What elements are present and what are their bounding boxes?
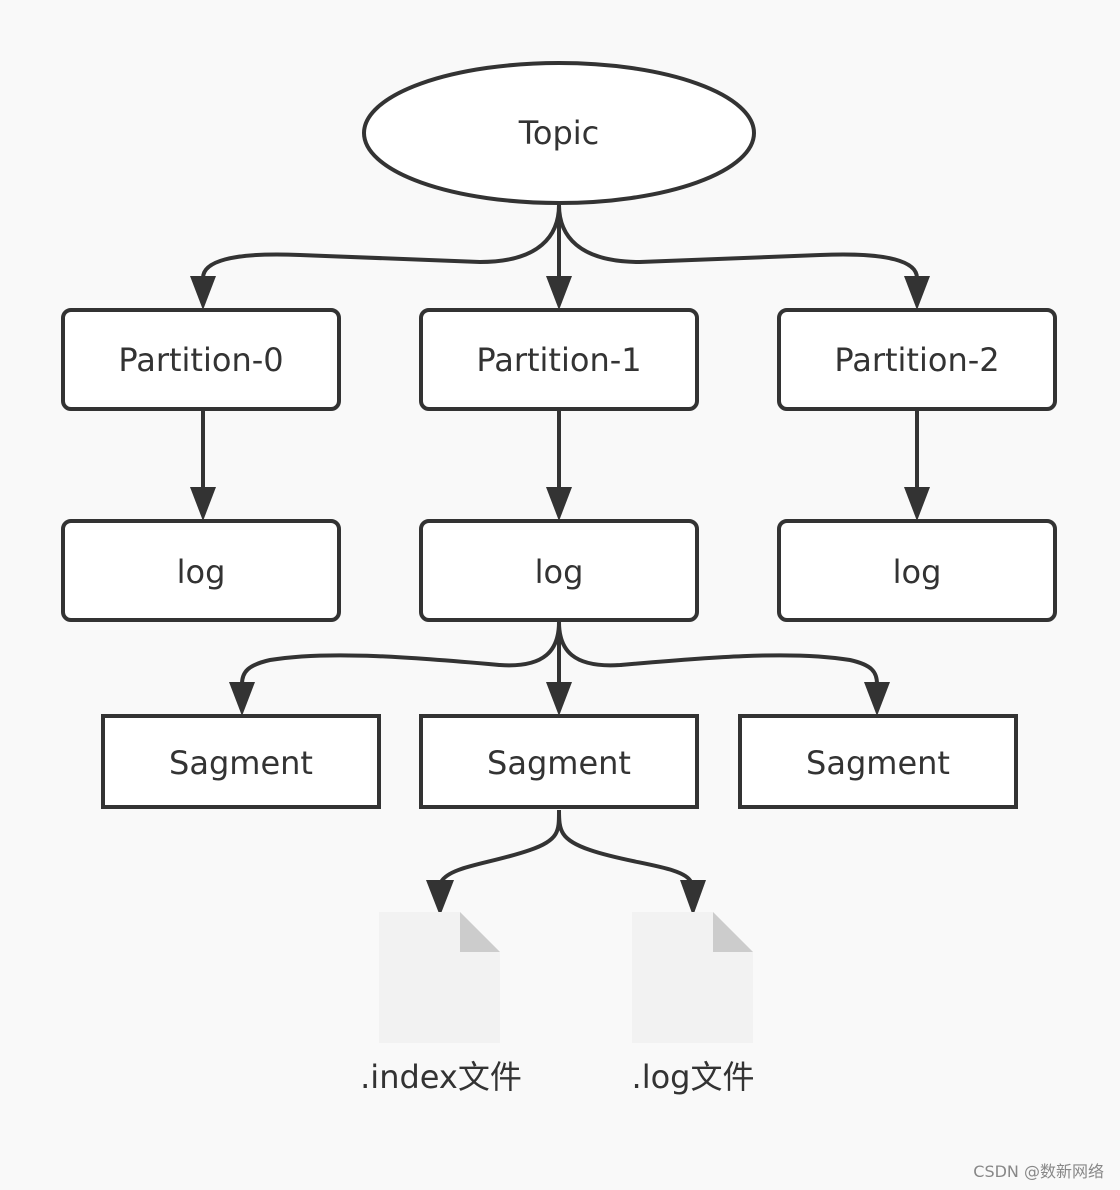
log-file-label: .log文件 [632, 1058, 755, 1096]
edge-topic-partition-0 [201, 204, 561, 279]
log-2-node: log [777, 519, 1057, 622]
arrowhead-partition-2 [904, 276, 930, 310]
arrowhead-log-file [680, 880, 706, 916]
log-file-icon [632, 912, 753, 1043]
segment-0-box [101, 714, 381, 809]
edges-segment-to-files [439, 809, 693, 884]
topic-label: Topic [518, 114, 599, 152]
arrowhead-segment-1 [546, 682, 572, 716]
index-file-label: .index文件 [360, 1058, 522, 1096]
log-file-fold [713, 912, 753, 952]
partition-1-box [419, 308, 699, 411]
edges-log-to-segments [240, 621, 879, 685]
segment-1-node: Sagment [419, 714, 699, 809]
log-1-label: log [535, 553, 584, 591]
partition-0-box [61, 308, 341, 411]
index-file-node: .index文件 [360, 912, 522, 1096]
index-file-fold [460, 912, 500, 952]
log-0-label: log [177, 553, 226, 591]
partition-1-label: Partition-1 [476, 341, 641, 379]
edge-segment-index-file [439, 809, 562, 884]
partition-0-node: Partition-0 [61, 308, 341, 411]
log-1-node: log [419, 519, 699, 622]
arrowhead-index-file [426, 880, 454, 916]
segment-1-label: Sagment [487, 744, 631, 782]
edges-topic-to-partitions [201, 204, 919, 279]
log-0-box [61, 519, 341, 622]
log-2-box [777, 519, 1057, 622]
edges-partition-to-log [201, 410, 919, 490]
segment-2-label: Sagment [806, 744, 950, 782]
log-2-label: log [893, 553, 942, 591]
arrowhead-segment-0 [229, 682, 255, 716]
arrowhead-partition-0 [190, 276, 216, 310]
arrowhead-partition-1 [546, 276, 572, 310]
log-file-node: .log文件 [632, 912, 755, 1096]
arrowhead-log-0 [190, 487, 216, 521]
arrowhead-segment-2 [864, 682, 890, 716]
edge-log-segment-2 [557, 621, 879, 685]
arrowheads-topic [190, 276, 930, 310]
index-file-icon [379, 912, 500, 1043]
arrowhead-log-1 [546, 487, 572, 521]
arrowheads-log [190, 487, 930, 521]
arrowheads-segment [229, 682, 890, 716]
arrowhead-log-2 [904, 487, 930, 521]
partition-2-box [777, 308, 1057, 411]
topic-node: Topic [362, 61, 756, 205]
edge-topic-partition-2 [557, 204, 919, 279]
arrowheads-files [426, 880, 706, 916]
watermark: CSDN @数新网络 [973, 1162, 1104, 1181]
segment-0-label: Sagment [169, 744, 313, 782]
partition-1-node: Partition-1 [419, 308, 699, 411]
partition-0-label: Partition-0 [118, 341, 283, 379]
edge-log-segment-0 [240, 621, 561, 685]
segment-1-box [419, 714, 699, 809]
topic-ellipse [362, 61, 756, 205]
segment-2-node: Sagment [738, 714, 1018, 809]
segment-2-box [738, 714, 1018, 809]
segment-0-node: Sagment [101, 714, 381, 809]
partition-2-node: Partition-2 [777, 308, 1057, 411]
edge-segment-log-file [557, 809, 693, 884]
partition-2-label: Partition-2 [834, 341, 999, 379]
log-1-box [419, 519, 699, 622]
log-0-node: log [61, 519, 341, 622]
